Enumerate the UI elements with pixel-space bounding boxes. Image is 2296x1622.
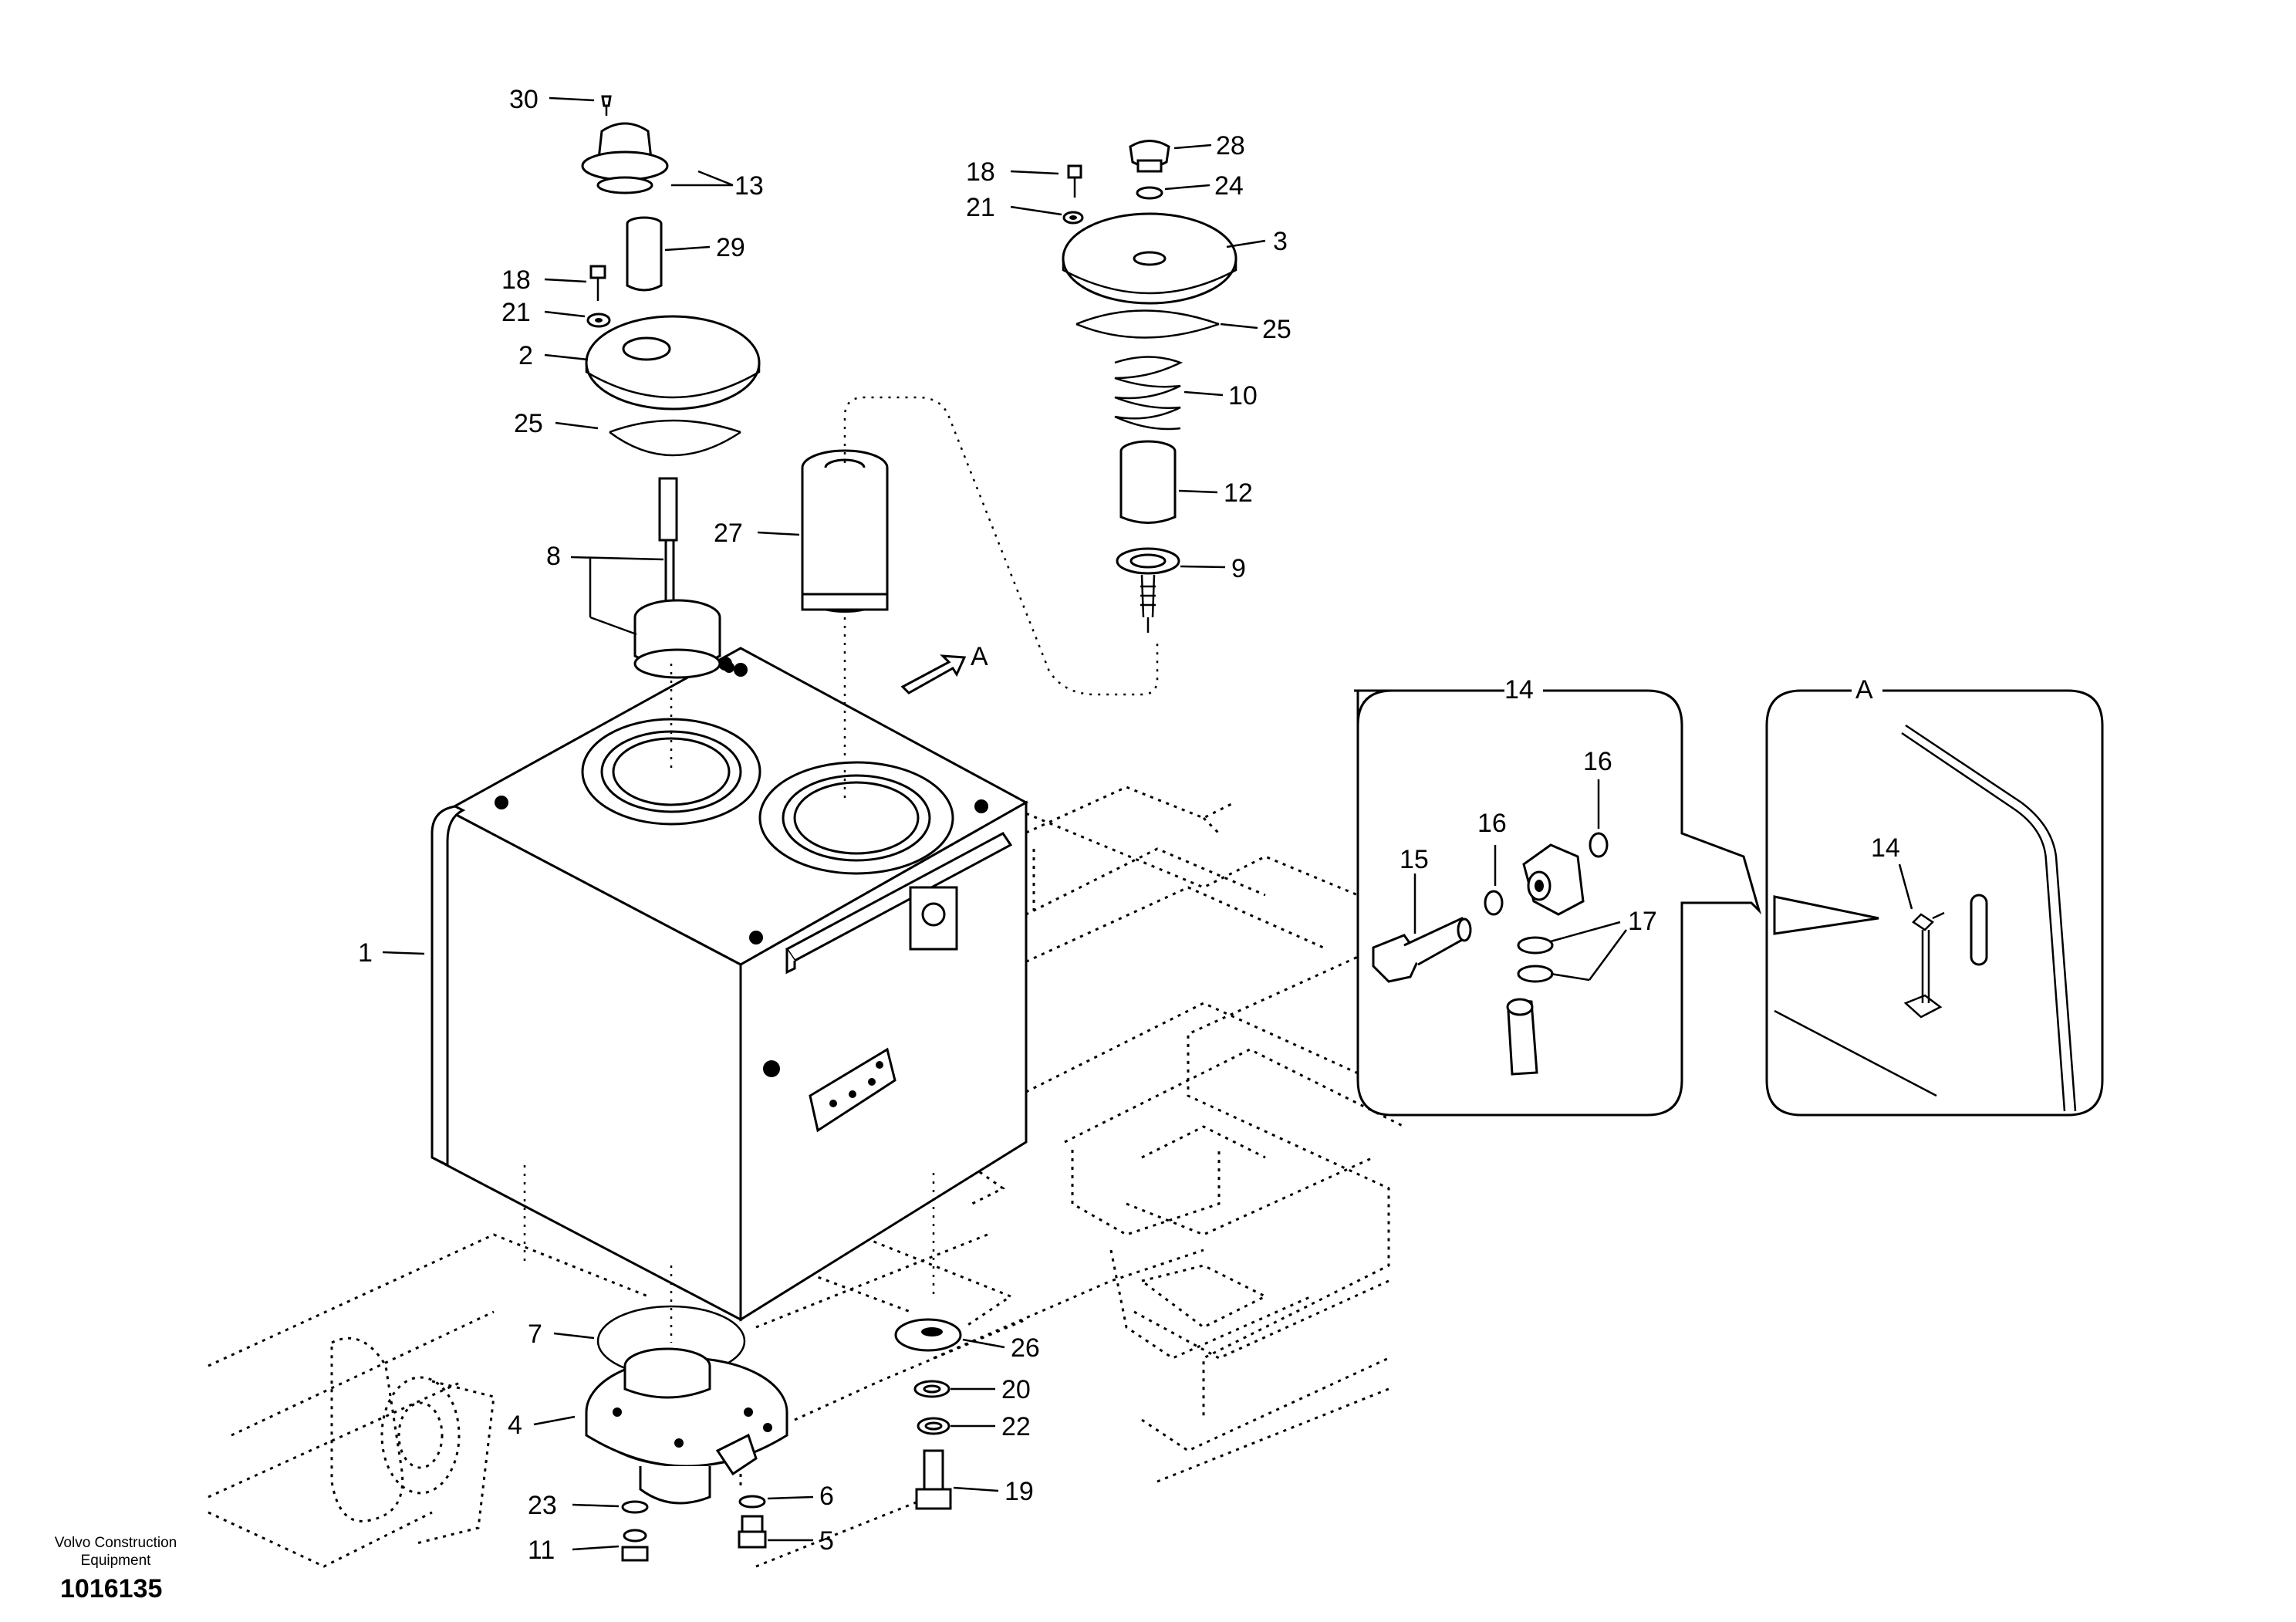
callout-7: 7 bbox=[528, 1320, 542, 1349]
hydraulic-tank bbox=[430, 647, 1029, 1322]
callout-25b: 25 bbox=[1262, 315, 1292, 344]
return-filter-assembly bbox=[581, 95, 761, 679]
detail-panel-14-title: 14 bbox=[1504, 675, 1534, 705]
callout-14: 14 bbox=[1871, 833, 1900, 863]
callout-17: 17 bbox=[1628, 907, 1657, 936]
callout-21b: 21 bbox=[966, 193, 995, 222]
callout-3: 3 bbox=[1273, 227, 1288, 256]
detail-panel-a-title: A bbox=[1855, 675, 1873, 705]
brand-line-2: Equipment bbox=[80, 1553, 151, 1569]
callout-8: 8 bbox=[546, 542, 561, 571]
callout-9: 9 bbox=[1231, 554, 1246, 583]
detail-panel-a: A 14 bbox=[1765, 675, 2104, 1117]
detail-panel-14: 14 15 16 16 17 bbox=[1352, 675, 1762, 1117]
mounting-hardware bbox=[523, 1165, 962, 1510]
callout-30: 30 bbox=[509, 85, 539, 114]
callout-4: 4 bbox=[508, 1411, 522, 1440]
document-number: 1016135 bbox=[60, 1574, 163, 1603]
right-filter-assembly bbox=[1062, 140, 1237, 633]
callout-11: 11 bbox=[528, 1536, 555, 1565]
suction-filter bbox=[670, 396, 1159, 803]
callout-22: 22 bbox=[1001, 1412, 1031, 1441]
callout-5: 5 bbox=[819, 1526, 834, 1556]
callout-29: 29 bbox=[716, 233, 745, 262]
callout-18b: 18 bbox=[966, 157, 995, 187]
callout-10: 10 bbox=[1228, 381, 1258, 411]
callout-26: 26 bbox=[1011, 1333, 1040, 1363]
callout-12: 12 bbox=[1224, 478, 1253, 508]
callout-2: 2 bbox=[518, 341, 533, 370]
callout-18a: 18 bbox=[501, 265, 531, 295]
callout-15: 15 bbox=[1400, 845, 1429, 874]
callout-24: 24 bbox=[1214, 171, 1244, 201]
callout-16b: 16 bbox=[1583, 747, 1612, 776]
brand-label: Volvo Construction Equipment bbox=[31, 1534, 201, 1570]
callout-16a: 16 bbox=[1477, 809, 1507, 838]
view-arrow-label: A bbox=[971, 642, 988, 671]
callout-27: 27 bbox=[714, 519, 743, 548]
callout-25a: 25 bbox=[514, 409, 543, 438]
callout-23: 23 bbox=[528, 1491, 557, 1520]
callout-13: 13 bbox=[734, 171, 764, 201]
callout-labels: 30 13 29 18 21 2 25 8 27 1 18 21 28 24 3 bbox=[358, 85, 1292, 1565]
callout-19: 19 bbox=[1004, 1477, 1034, 1506]
callout-28: 28 bbox=[1216, 131, 1245, 161]
view-arrow: A bbox=[900, 642, 988, 694]
callout-6: 6 bbox=[819, 1482, 834, 1511]
callout-21a: 21 bbox=[501, 298, 531, 327]
drain-assembly bbox=[585, 1265, 788, 1562]
brand-line-1: Volvo Construction bbox=[54, 1535, 177, 1551]
callout-1: 1 bbox=[358, 938, 373, 968]
callout-20: 20 bbox=[1001, 1375, 1031, 1404]
